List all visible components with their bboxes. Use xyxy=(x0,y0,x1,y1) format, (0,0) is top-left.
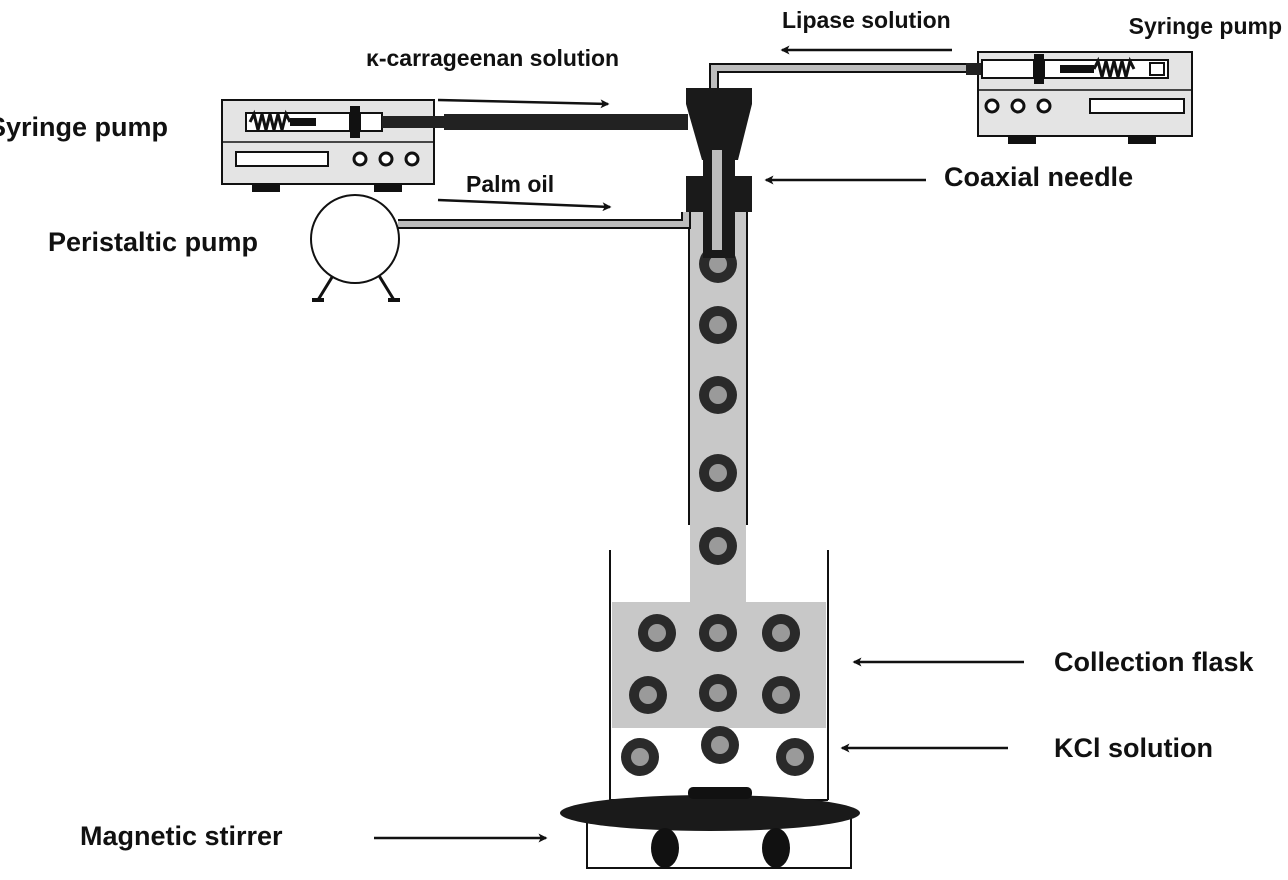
peristaltic-rotor xyxy=(310,194,400,284)
pump-left-nozzle xyxy=(382,116,444,128)
capsule-bead-core xyxy=(709,255,727,273)
capsule-bead-core xyxy=(709,537,727,555)
capsule-beads xyxy=(621,245,814,776)
pump-right-nozzle xyxy=(966,63,982,75)
capsule-bead-core xyxy=(772,624,790,642)
label-kcl-solution: KCl solution xyxy=(1054,733,1213,763)
labels: Syringe pump Syringe pump κ-carrageenan … xyxy=(0,7,1282,851)
pump-right-knob-2 xyxy=(1010,98,1026,114)
pump-left-foot-2 xyxy=(374,184,402,192)
pump-left-foot-1 xyxy=(252,184,280,192)
stirrer-plate xyxy=(560,795,860,831)
pump-right-end-cap xyxy=(1149,62,1165,76)
pump-right-knob-1 xyxy=(984,98,1000,114)
capsule-bead-core xyxy=(709,684,727,702)
capsule-bead-core xyxy=(648,624,666,642)
stirrer-foot-right xyxy=(762,828,790,868)
capsule-bead-core xyxy=(709,624,727,642)
lipase-tube-outline xyxy=(709,63,968,240)
capsule-bead-core xyxy=(709,316,727,334)
pump-left-display xyxy=(235,151,329,167)
pump-right-syringe-tip xyxy=(981,59,1035,79)
pump-right-display xyxy=(1089,98,1185,114)
lipase-tube xyxy=(711,65,968,240)
pump-left-knob-2 xyxy=(378,151,394,167)
peristaltic-pump xyxy=(310,194,400,302)
label-carrageenan-solution: κ-carrageenan solution xyxy=(366,45,619,71)
pump-left-knob-1 xyxy=(352,151,368,167)
label-lipase-solution: Lipase solution xyxy=(782,7,951,33)
needle-hub xyxy=(686,88,752,160)
label-magnetic-stirrer: Magnetic stirrer xyxy=(80,821,283,851)
label-syringe-pump-left: Syringe pump xyxy=(0,112,168,142)
pump-left-spring xyxy=(248,109,292,131)
label-collection-flask: Collection flask xyxy=(1054,647,1255,677)
pump-left-plunger xyxy=(350,106,360,138)
carrageenan-tube xyxy=(444,114,688,130)
tubing xyxy=(398,63,968,240)
capsule-bead-core xyxy=(639,686,657,704)
pump-left-rod xyxy=(290,118,316,126)
stir-bar xyxy=(688,787,752,799)
label-palm-oil: Palm oil xyxy=(466,171,554,197)
capsule-bead-core xyxy=(772,686,790,704)
label-syringe-pump-right: Syringe pump xyxy=(1129,13,1282,39)
capsule-bead-core xyxy=(709,386,727,404)
label-peristaltic-pump: Peristaltic pump xyxy=(48,227,258,257)
pump-right-syringe-barrel xyxy=(1043,59,1169,79)
pump-left-knob-3 xyxy=(404,151,420,167)
capsule-bead-core xyxy=(631,748,649,766)
coaxial-needle xyxy=(686,88,752,258)
magnetic-stirrer xyxy=(560,787,860,869)
stirrer-foot-left xyxy=(651,828,679,868)
pump-left-syringe-tip xyxy=(359,112,383,132)
capsule-bead-core xyxy=(709,464,727,482)
syringe-pump-left xyxy=(221,99,444,192)
pump-right-knob-3 xyxy=(1036,98,1052,114)
needle-inner-shaft xyxy=(712,150,722,250)
pump-right-foot-1 xyxy=(1008,136,1036,144)
palm-oil-tube xyxy=(398,212,689,227)
capsule-bead-core xyxy=(786,748,804,766)
carrageenan-flow-arrow xyxy=(437,98,610,109)
pump-right-rod xyxy=(1060,65,1094,73)
capsule-bead-core xyxy=(711,736,729,754)
syringe-pump-right xyxy=(966,51,1193,144)
pump-right-foot-2 xyxy=(1128,136,1156,144)
label-coaxial-needle: Coaxial needle xyxy=(944,162,1133,192)
pump-right-plunger xyxy=(1034,54,1044,84)
pump-right-spring xyxy=(1092,56,1136,78)
palm-oil-flow-arrow xyxy=(437,198,612,212)
arrows xyxy=(374,45,1024,843)
